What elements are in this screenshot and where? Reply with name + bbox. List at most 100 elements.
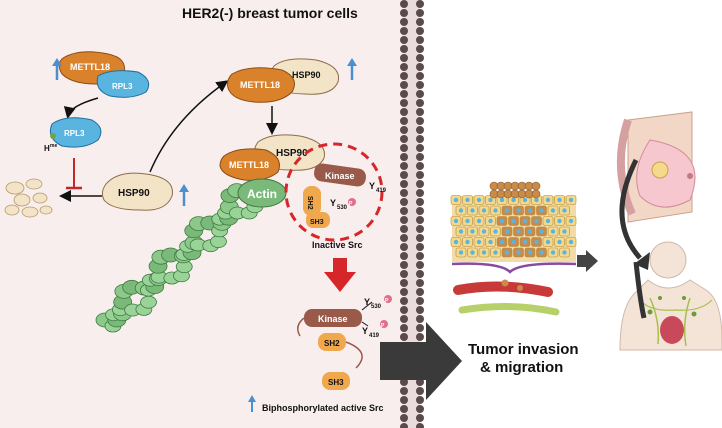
lipid-head [400,243,408,251]
lipid-head [416,117,424,125]
lipid-head [400,54,408,62]
mettl18-hsp90-complex-top: HSP90 METTL18 [227,58,340,103]
cell-nucleus [527,208,533,213]
circulating-tumor-cell [501,279,509,287]
mettl18-label: METTL18 [70,62,110,72]
sh2-label: SH2 [324,339,340,348]
lipid-head [400,306,408,314]
cell-nucleus [476,239,482,245]
lipid-head [400,135,408,143]
cell-nucleus [465,239,470,245]
circulating-tumor-cell [517,285,523,291]
cell-nucleus [562,229,567,234]
lipid-head [416,180,424,188]
cell-nucleus [550,229,556,234]
cell-nucleus [488,218,493,224]
lipid-head [416,234,424,242]
cell-nucleus [539,250,544,255]
phosphate-icon [348,198,356,206]
cell-nucleus [465,197,470,203]
outcome-line-1: Tumor invasion [468,341,579,358]
y530-bond [361,301,373,311]
actin-bead [140,295,157,309]
basement-membrane [451,262,577,274]
actin-label: Actin [247,187,277,201]
lipid-head [400,117,408,125]
cell-nucleus [493,250,498,255]
cell-nucleus [534,218,539,224]
inhibition-symbol [66,158,82,190]
lipid-head [416,0,424,8]
arrow-to-complex [149,80,229,173]
arrow-to-rpl3 [63,97,99,119]
outcome-line-2: & migration [480,359,563,376]
lipid-head [400,207,408,215]
metastasis-arrow-bottom [633,261,647,319]
lipid-head [416,72,424,80]
active-src: Kinase SH2 SH3 Y 530 P Y 419 P [297,295,392,390]
cell-nucleus [522,197,528,203]
lipid-head [416,252,424,260]
up-arrow-icon [347,58,357,80]
methyl-group-icon [50,133,56,139]
rpl3-methylated-label: RPL3 [64,129,85,138]
inactive-src: Kinase SH2 SH3 Y 419 Y 530 P [303,163,387,228]
kinase-label: Kinase [325,171,355,181]
red-activation-arrow [324,258,356,292]
lipid-head [416,99,424,107]
gray-arrow-right [577,250,598,272]
lipid-head [416,207,424,215]
lipid-head [416,162,424,170]
cell-nucleus [568,239,574,245]
cell-nucleus [481,229,487,234]
hsp90-label: HSP90 [118,188,150,199]
cell-nucleus [557,218,562,224]
lipid-head [416,261,424,269]
big-arrow-right [380,322,462,400]
cell-nucleus [488,239,493,245]
lipid-head [400,27,408,35]
lipid-head [400,9,408,17]
cell-nucleus [511,218,516,224]
cell-nucleus [522,239,528,245]
lipid-head [400,144,408,152]
lipid-head [416,90,424,98]
mettl18-label: METTL18 [240,80,280,90]
sh2-label: SH2 [306,196,313,210]
diagram-title: HER2(-) breast tumor cells [182,5,358,21]
y419-bond [361,321,369,327]
lipid-head [416,189,424,197]
cell-nucleus [539,208,544,213]
lipid-head [416,198,424,206]
lipid-head [400,405,408,413]
mettl18-label: METTL18 [229,160,269,170]
y530-sub: 530 [371,304,382,310]
hsp90-free: HSP90 [101,172,173,211]
phosphate-icon [380,320,388,328]
lipid-head [400,279,408,287]
cell-nucleus [557,197,562,203]
lipid-head [400,126,408,134]
lipid-head [416,333,424,341]
lipid-head [416,81,424,89]
lipid-head [416,135,424,143]
lipid-head [416,423,424,428]
legend-label: Biphosphorylated active Src [262,403,384,413]
up-arrow-icon [52,58,62,80]
histidine-methyl-label: me [50,143,57,149]
cell-nucleus [458,250,464,255]
sh3-label: SH3 [310,219,324,226]
cell-nucleus [522,218,528,224]
lipid-head [400,153,408,161]
cell-nucleus [499,218,505,224]
cell-nucleus [453,218,459,224]
cell-nucleus [550,208,556,213]
lipid-head [416,396,424,404]
lipid-head [400,297,408,305]
sh2-domain [318,333,346,351]
lipid-head [400,99,408,107]
cell-nucleus [557,239,562,245]
lipid-head [416,243,424,251]
cell-nucleus [568,197,574,203]
